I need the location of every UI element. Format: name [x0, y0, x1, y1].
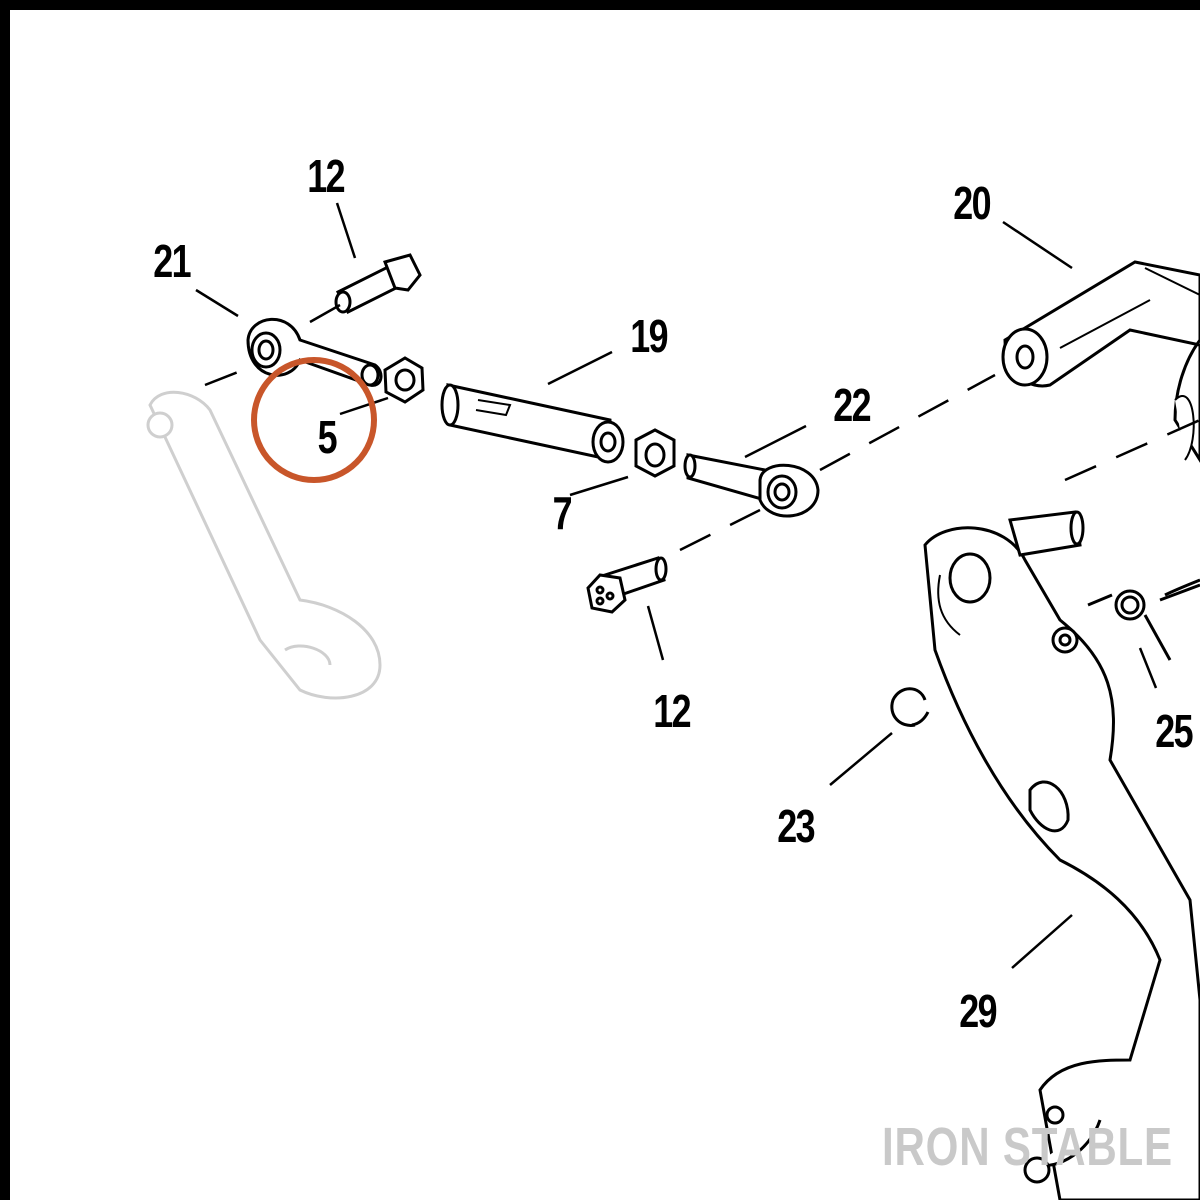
- callout-19: 19: [630, 310, 668, 362]
- bolt-12-bottom: [586, 556, 668, 614]
- lever-20: [1001, 260, 1200, 463]
- callout-25: 25: [1155, 705, 1193, 757]
- callout-7: 7: [552, 487, 573, 539]
- pin-19: [440, 383, 625, 464]
- callout-23: 23: [777, 800, 815, 852]
- leader-lines: [195, 202, 1158, 969]
- e-clip-23: [890, 687, 930, 727]
- pivot-shaft: [1008, 510, 1085, 557]
- callout-5: 5: [317, 411, 338, 463]
- pedal-bracket-29: [923, 526, 1200, 1200]
- callout-12-top: 12: [307, 150, 345, 202]
- watermark-text: IRON STABLE: [882, 1117, 1173, 1177]
- ghost-shift-arm: [146, 390, 382, 700]
- nut-7: [634, 428, 676, 478]
- callout-20: 20: [953, 177, 991, 229]
- link-rod-21: [246, 317, 383, 387]
- bolt-12-top: [334, 253, 422, 315]
- nut-5: [383, 356, 425, 404]
- callout-22: 22: [833, 379, 871, 431]
- callout-29: 29: [959, 985, 997, 1037]
- highlight-circle: [251, 357, 377, 483]
- assembly-dash-lines: [204, 370, 1200, 552]
- rod-end-22: [683, 453, 820, 518]
- callout-21: 21: [153, 235, 191, 287]
- callout-12-bottom: 12: [653, 685, 691, 737]
- spring-25: [1087, 578, 1200, 661]
